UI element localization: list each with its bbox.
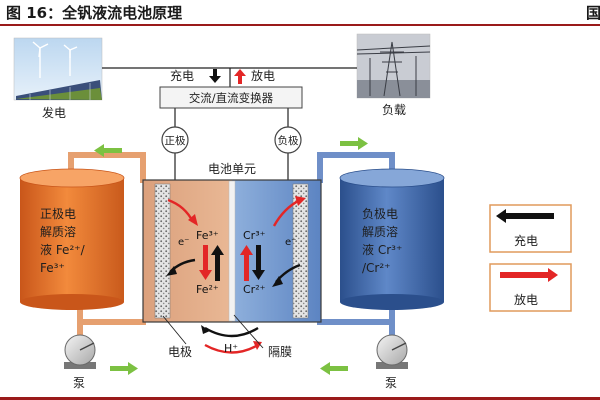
external-circuit-wires xyxy=(102,67,357,180)
negative-electrolyte-tank xyxy=(339,168,445,310)
ion-membrane xyxy=(228,180,236,322)
legend-discharge-arrow-icon xyxy=(500,268,558,282)
legend-discharge-label: 放电 xyxy=(514,292,538,307)
positive-electrode xyxy=(154,183,171,319)
figure-header: 图 16：全钒液流电池原理 国 xyxy=(0,0,600,26)
legend-charge-label: 充电 xyxy=(514,233,538,248)
footer-rule xyxy=(0,397,600,400)
fe2-ion-label: Fe²⁺ xyxy=(196,283,219,296)
electron-left-label: e⁻ xyxy=(178,237,189,248)
discharge-up-arrow-icon xyxy=(234,69,246,84)
negative-tank-text-line4: /Cr²⁺ xyxy=(362,261,391,275)
negative-pole-label: 负极 xyxy=(278,134,299,147)
generation-label: 发电 xyxy=(42,105,66,120)
discharge-indicator-label: 放电 xyxy=(251,68,275,83)
negative-electrode xyxy=(292,183,309,319)
cr-discharge-arrow-icon xyxy=(240,245,253,281)
cell-unit-label: 电池单元 xyxy=(208,162,256,176)
negative-tank-text-line1: 负极电 xyxy=(362,207,398,221)
transmission-tower-icon xyxy=(356,41,431,97)
cr-charge-arrow-icon xyxy=(252,245,265,280)
svg-text:正极电 解质溶 液 Fe²⁺/ Fe: 正极电 解质溶 液 Fe²⁺/ Fe³⁺ xyxy=(40,207,88,275)
positive-tank-text-line2: 解质溶 xyxy=(40,224,76,239)
power-generation-image xyxy=(13,37,103,101)
positive-electrolyte-tank xyxy=(19,168,125,310)
fe-charge-arrow-icon xyxy=(211,245,224,281)
positive-tank-text-line1: 正极电 xyxy=(40,207,76,221)
figure-title: 图 16：全钒液流电池原理 xyxy=(6,4,183,22)
left-pump-label: 泵 xyxy=(73,376,85,390)
negative-pole-node xyxy=(274,126,302,154)
load-label: 负载 xyxy=(382,103,406,117)
flow-arrow-top-right-icon xyxy=(340,137,368,150)
membrane-label: 隔膜 xyxy=(268,345,292,359)
ac-dc-converter-box xyxy=(159,86,303,109)
ac-dc-converter-label: 交流/直流变换器 xyxy=(189,91,274,105)
negative-tank-text-line2: 解质溶 xyxy=(362,224,398,239)
positive-tank-text-line4: Fe³⁺ xyxy=(40,261,65,275)
electron-right-label: e⁻ xyxy=(285,237,296,248)
fe3-ion-label: Fe³⁺ xyxy=(196,229,219,242)
clipped-header-char: 国 xyxy=(586,4,600,22)
cr2-ion-label: Cr²⁺ xyxy=(243,283,266,296)
negative-tank-text-line3: 液 Cr³⁺ xyxy=(362,242,402,257)
right-pump-icon xyxy=(376,334,408,369)
proton-label: H⁺ xyxy=(224,342,238,355)
left-pump-icon xyxy=(64,334,96,369)
flow-arrow-bottom-left-icon xyxy=(110,362,138,375)
legend-charge: 充电 xyxy=(489,204,572,253)
positive-tank-text-line3: 液 Fe²⁺/ xyxy=(40,242,86,257)
legend-charge-arrow-icon xyxy=(496,209,554,223)
solar-panel-icon xyxy=(16,80,102,100)
right-pump-label: 泵 xyxy=(385,376,397,390)
fe-discharge-arrow-icon xyxy=(199,245,212,280)
power-load-image xyxy=(356,33,431,99)
legend-discharge: 放电 xyxy=(489,263,572,312)
wind-turbine-icon xyxy=(32,41,78,78)
left-electrode-curved-arrows-icon xyxy=(166,198,198,276)
positive-pole-label: 正极 xyxy=(165,134,186,147)
positive-pole-node xyxy=(161,126,189,154)
header-rule xyxy=(0,24,600,26)
cr3-ion-label: Cr³⁺ xyxy=(243,229,266,242)
charge-down-arrow-icon xyxy=(209,69,221,83)
electrode-pointer xyxy=(162,315,187,345)
flow-arrow-top-left-icon xyxy=(94,144,122,157)
electrode-label: 电极 xyxy=(168,345,192,359)
membrane-pointer xyxy=(233,314,264,349)
right-electrode-curved-arrows-icon xyxy=(272,196,306,287)
svg-text:负极电 解质溶 液 Cr³⁺ /Cr: 负极电 解质溶 液 Cr³⁺ /Cr²⁺ xyxy=(362,207,406,275)
proton-transport-arrows-icon xyxy=(201,325,262,354)
flow-arrow-bottom-right-icon xyxy=(320,362,348,375)
charge-indicator-label: 充电 xyxy=(170,68,194,83)
